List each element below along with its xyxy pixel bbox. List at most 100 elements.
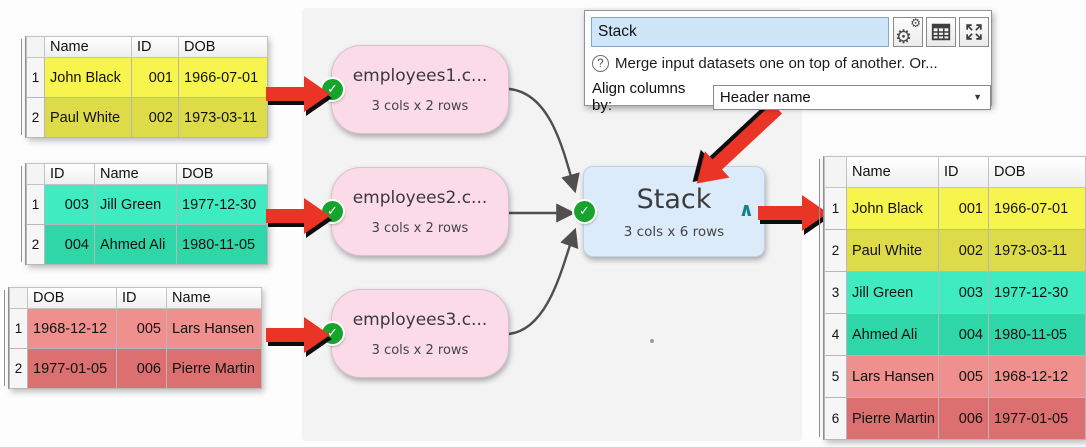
table-row: 2 1977-01-05 006 Pierre Martin	[9, 349, 262, 389]
table-row: 2 Paul White 002 1973-03-11	[26, 98, 268, 138]
flow-arrow-right	[266, 196, 330, 236]
node-title: employees2.c...	[352, 187, 488, 208]
node-employees1[interactable]: ✓ employees1.c... 3 cols x 2 rows	[322, 45, 509, 134]
node-help-row: ? Merge input datasets one on top of ano…	[592, 55, 938, 72]
flow-arrow-right	[266, 315, 330, 355]
table-row: 1 John Black 001 1966-07-01	[824, 188, 1086, 230]
cell-dob: 1977-01-05	[989, 398, 1086, 440]
column-header: ID	[132, 36, 179, 58]
column-header: DOB	[28, 287, 117, 309]
align-columns-label: Align columns by:	[592, 80, 686, 114]
cell-dob: 1968-12-12	[989, 356, 1086, 398]
table-row: 1 003 Jill Green 1977-12-30	[26, 185, 268, 225]
cell-dob: 1973-03-11	[989, 230, 1086, 272]
cell-name: Lars Hansen	[847, 356, 939, 398]
cell-id: 006	[117, 349, 167, 389]
input-table-2: ID Name DOB 1 003 Jill Green 1977-12-30 …	[21, 163, 268, 265]
cell-id: 003	[939, 272, 989, 314]
cell-name: John Black	[847, 188, 939, 230]
corner-cell	[26, 36, 45, 58]
row-number: 2	[9, 349, 28, 389]
node-dimensions: 3 cols x 2 rows	[371, 98, 469, 114]
input-table-3: DOB ID Name 1 1968-12-12 005 Lars Hansen…	[4, 287, 262, 389]
cell-name: Ahmed Ali	[847, 314, 939, 356]
maximize-button[interactable]	[959, 17, 989, 47]
row-number: 4	[824, 314, 847, 356]
table-row: 4 Ahmed Ali 004 1980-11-05	[824, 314, 1086, 356]
cell-id: 003	[45, 185, 95, 225]
cell-dob: 1980-11-05	[989, 314, 1086, 356]
row-number: 2	[824, 230, 847, 272]
node-employees2[interactable]: ✓ employees2.c... 3 cols x 2 rows	[322, 167, 509, 256]
cell-id: 001	[132, 58, 179, 98]
cell-dob: 1980-11-05	[177, 225, 268, 265]
table-row: 5 Lars Hansen 005 1968-12-12	[824, 356, 1086, 398]
gear-icon: ⚙⚙	[895, 16, 921, 48]
settings-button[interactable]: ⚙⚙	[893, 16, 923, 48]
align-columns-value: Header name	[719, 88, 811, 106]
column-header: Name	[167, 287, 262, 309]
column-header: Name	[45, 36, 132, 58]
cell-name: Pierre Martin	[167, 349, 262, 389]
row-number: 1	[824, 188, 847, 230]
row-number: 1	[26, 58, 45, 98]
node-title: employees3.c...	[352, 309, 488, 330]
table-row: 1 1968-12-12 005 Lars Hansen	[9, 309, 262, 349]
corner-cell	[9, 287, 28, 309]
node-title: Stack	[636, 183, 712, 215]
row-number: 2	[26, 225, 45, 265]
column-header: Name	[95, 163, 177, 185]
collapse-caret-icon[interactable]: ∧	[738, 198, 754, 221]
cell-name: Jill Green	[847, 272, 939, 314]
cell-id: 005	[939, 356, 989, 398]
help-text: Merge input datasets one on top of anoth…	[615, 55, 938, 72]
check-ok-icon: ✓	[322, 322, 343, 344]
table-icon	[931, 23, 951, 41]
row-number: 6	[824, 398, 847, 440]
cell-id: 006	[939, 398, 989, 440]
properties-panel: ⚙⚙ ? Merge input datasets one on t	[584, 10, 992, 114]
column-header: DOB	[177, 163, 268, 185]
cell-dob: 1977-12-30	[177, 185, 268, 225]
flow-arrow-right	[266, 74, 330, 114]
row-number: 5	[824, 356, 847, 398]
node-employees3[interactable]: ✓ employees3.c... 3 cols x 2 rows	[322, 289, 509, 378]
cell-dob: 1977-12-30	[989, 272, 1086, 314]
cell-name: Paul White	[45, 98, 132, 138]
expand-icon	[966, 24, 982, 40]
cell-dob: 1968-12-12	[28, 309, 117, 349]
cell-id: 004	[939, 314, 989, 356]
table-row: 2 004 Ahmed Ali 1980-11-05	[26, 225, 268, 265]
dropdown-caret-icon: ▼	[973, 92, 982, 102]
cell-name: Ahmed Ali	[95, 225, 177, 265]
cell-name: John Black	[45, 58, 132, 98]
column-header: ID	[939, 156, 989, 188]
table-row: 6 Pierre Martin 006 1977-01-05	[824, 398, 1086, 440]
flow-arrow-diagonal	[683, 94, 791, 198]
row-number: 2	[26, 98, 45, 138]
cell-dob: 1973-03-11	[179, 98, 268, 138]
row-number: 3	[824, 272, 847, 314]
column-header: DOB	[179, 36, 268, 58]
cell-name: Jill Green	[95, 185, 177, 225]
cell-id: 001	[939, 188, 989, 230]
show-table-button[interactable]	[926, 17, 956, 47]
node-dimensions: 3 cols x 2 rows	[371, 342, 469, 358]
cell-name: Paul White	[847, 230, 939, 272]
cell-id: 005	[117, 309, 167, 349]
column-header: ID	[117, 287, 167, 309]
cell-id: 004	[45, 225, 95, 265]
column-header: Name	[847, 156, 939, 188]
table-row: 3 Jill Green 003 1977-12-30	[824, 272, 1086, 314]
table-row: 1 John Black 001 1966-07-01	[26, 58, 268, 98]
align-columns-select[interactable]: Header name ▼	[712, 84, 991, 110]
cell-dob: 1966-07-01	[989, 188, 1086, 230]
node-name-input[interactable]	[591, 17, 889, 47]
canvas-dot	[650, 339, 654, 343]
flow-arrow-right	[758, 193, 828, 233]
cell-id: 002	[939, 230, 989, 272]
column-header: DOB	[989, 156, 1086, 188]
question-icon[interactable]: ?	[592, 55, 609, 72]
node-stack[interactable]: ✓ Stack 3 cols x 6 rows ∧	[574, 166, 765, 257]
